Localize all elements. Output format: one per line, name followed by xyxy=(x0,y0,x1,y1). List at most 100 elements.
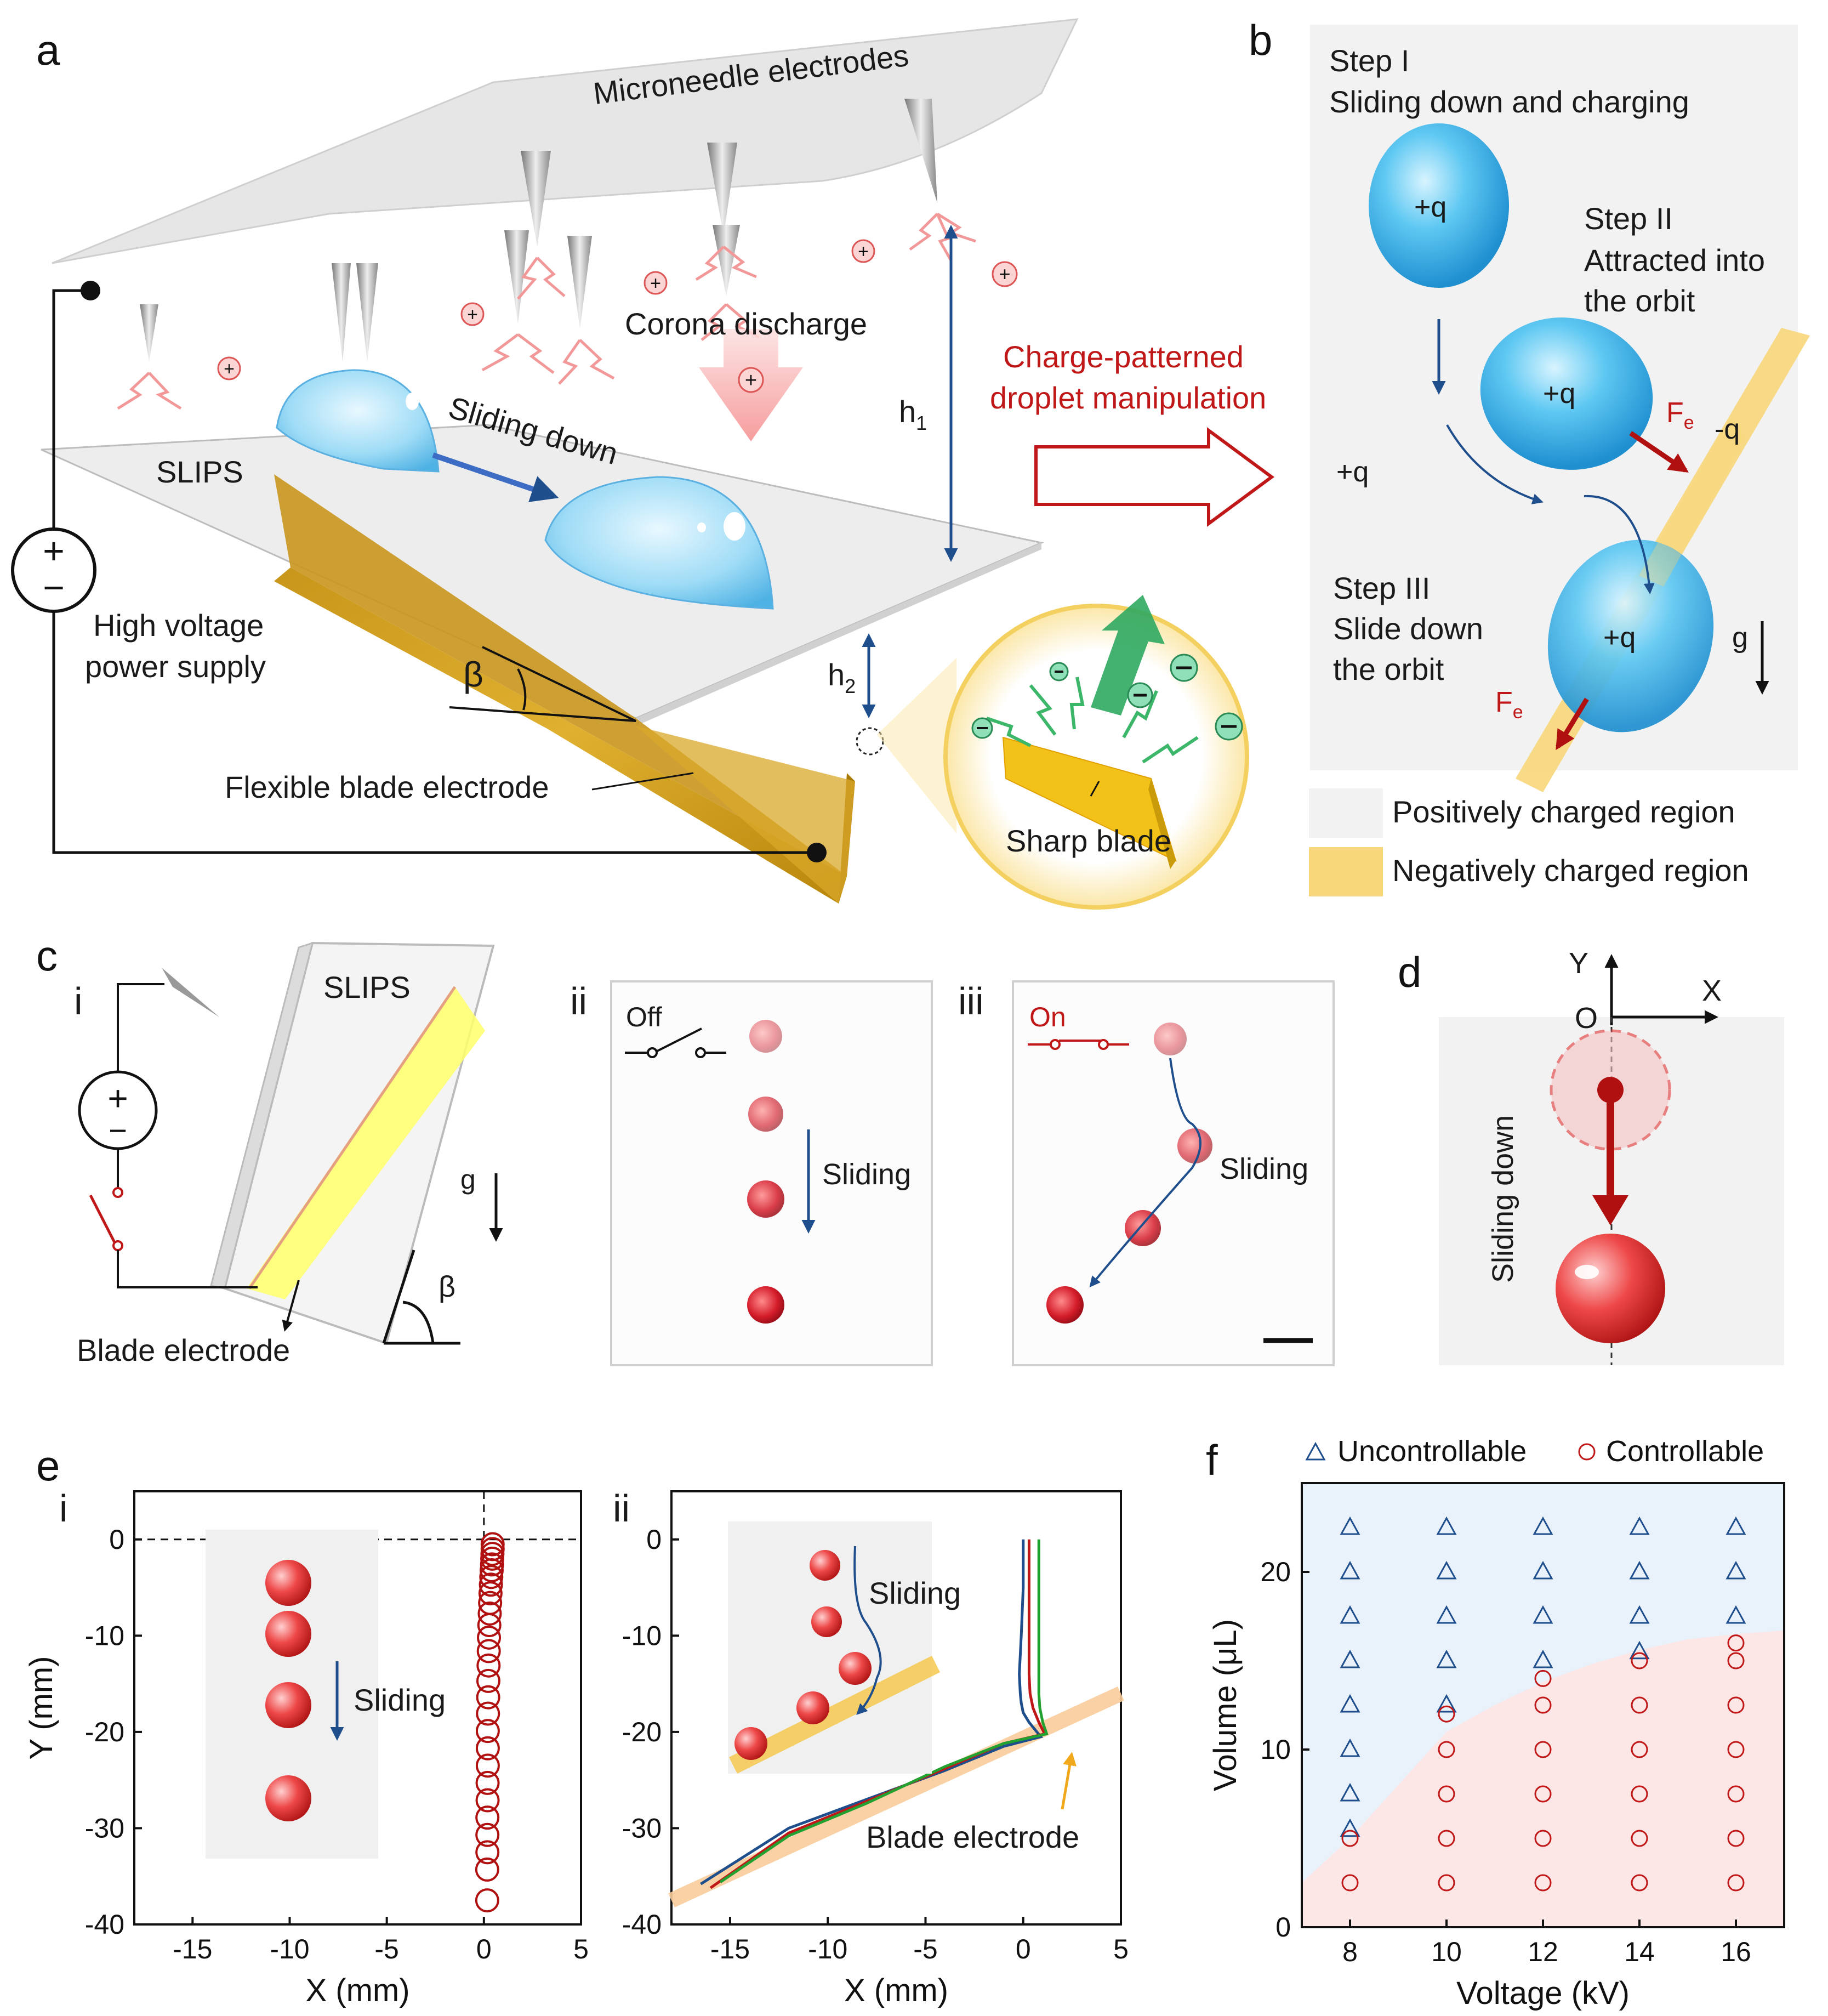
blade-strip xyxy=(247,987,485,1299)
point-controllable xyxy=(1631,1830,1648,1847)
inset-ii-drop-5 xyxy=(734,1727,767,1760)
red-droplet-d xyxy=(1556,1234,1665,1343)
point-uncontrollable xyxy=(1340,1516,1360,1535)
charge-step1: +q xyxy=(1414,191,1447,223)
blade-face xyxy=(636,726,855,904)
y-tick-label: -20 xyxy=(622,1717,662,1747)
region-controllable xyxy=(1302,1630,1784,1927)
x-tick-label: 8 xyxy=(1342,1937,1358,1967)
droplet-1-highlight xyxy=(406,393,419,410)
svg-text:+: + xyxy=(650,273,661,294)
point-controllable xyxy=(1534,1874,1552,1892)
panel-label-d: d xyxy=(1398,948,1421,996)
droplet-2 xyxy=(544,476,774,610)
point-controllable xyxy=(1438,1874,1455,1892)
point-uncontrollable xyxy=(1340,1818,1360,1837)
switch-c-top xyxy=(112,1187,123,1198)
label-sliding-down-d: Sliding down xyxy=(1487,1115,1519,1283)
point-uncontrollable xyxy=(1629,1560,1650,1580)
y-tick-label: -40 xyxy=(85,1909,124,1940)
point-controllable xyxy=(1534,1785,1552,1803)
svg-text:+: + xyxy=(858,241,869,262)
y-tick-label: -20 xyxy=(85,1717,124,1747)
label-off: Off xyxy=(626,1002,662,1032)
sub-label-c-iii: iii xyxy=(958,980,984,1023)
label-power-1: High voltage xyxy=(93,608,264,643)
inset-drop-3 xyxy=(265,1682,311,1728)
charge-negative: -q xyxy=(1715,413,1740,445)
y-tick-label: 20 xyxy=(1260,1557,1291,1587)
svg-text:+: + xyxy=(999,263,1010,285)
point-controllable xyxy=(1631,1874,1648,1892)
center-dot-d xyxy=(1597,1077,1624,1103)
axes-frame xyxy=(670,1490,1122,1926)
data-point xyxy=(475,1822,500,1847)
data-point xyxy=(478,1581,503,1606)
y-tick-label: 10 xyxy=(1260,1734,1291,1765)
legend-controllable: Controllable xyxy=(1606,1435,1764,1468)
x-tick-label: 14 xyxy=(1624,1937,1655,1967)
switch-on-icon xyxy=(1028,1040,1129,1046)
data-point xyxy=(477,1601,502,1626)
data-point xyxy=(475,1770,500,1795)
data-point xyxy=(479,1565,504,1589)
point-controllable xyxy=(1534,1669,1552,1687)
point-controllable xyxy=(1438,1830,1455,1847)
drop-on-1 xyxy=(1154,1023,1187,1055)
label-beta: β xyxy=(463,655,483,694)
data-point xyxy=(475,1736,500,1761)
label-droplet-manipulation: droplet manipulation xyxy=(990,381,1266,415)
inset-arrow-e-ii xyxy=(853,1546,882,1715)
label-sliding-off: Sliding xyxy=(822,1158,911,1191)
point-uncontrollable xyxy=(1533,1560,1553,1580)
label-blade-e-ii: Blade electrode xyxy=(866,1820,1079,1854)
point-uncontrollable xyxy=(1340,1649,1360,1668)
svg-text:+: + xyxy=(467,304,478,325)
data-point xyxy=(475,1805,500,1830)
point-uncontrollable xyxy=(1533,1516,1553,1535)
negative-sparks xyxy=(986,677,1199,764)
data-point xyxy=(476,1653,501,1678)
data-point xyxy=(480,1558,504,1582)
label-sliding-on: Sliding xyxy=(1220,1152,1308,1185)
magnified-view xyxy=(943,604,1249,910)
point-controllable xyxy=(1727,1634,1745,1652)
drop-on-4 xyxy=(1046,1286,1084,1324)
data-point xyxy=(477,1613,502,1638)
label-h1: h1 xyxy=(899,394,927,434)
panel-label-c: c xyxy=(36,932,58,980)
point-controllable xyxy=(1631,1652,1648,1669)
x-tick-label: 5 xyxy=(573,1934,589,1964)
positive-ions: + + + + + xyxy=(217,239,1018,381)
point-uncontrollable xyxy=(1726,1516,1746,1535)
panel-c: c i SLIPS + − Blade electrode g β ii Off xyxy=(36,932,1335,1367)
y-tick-label: -30 xyxy=(622,1813,662,1843)
point-controllable xyxy=(1438,1785,1455,1803)
point-uncontrollable xyxy=(1436,1605,1457,1624)
point-controllable xyxy=(1727,1696,1745,1714)
beta-angle-c xyxy=(382,1250,460,1345)
point-uncontrollable xyxy=(1629,1605,1650,1624)
sub-label-c-ii: ii xyxy=(570,980,587,1023)
data-point xyxy=(480,1546,505,1571)
green-arrow xyxy=(1091,595,1165,715)
label-y-d: Y xyxy=(1569,947,1588,980)
label-step3-a: Step III xyxy=(1333,571,1430,605)
point-uncontrollable xyxy=(1436,1516,1457,1535)
charge-free: +q xyxy=(1336,456,1369,488)
inset-drop-4 xyxy=(265,1775,311,1821)
label-o-d: O xyxy=(1575,1002,1598,1035)
point-controllable xyxy=(1341,1874,1359,1892)
legend-swatch-negative xyxy=(1309,847,1383,896)
data-point xyxy=(477,1625,502,1650)
point-uncontrollable xyxy=(1436,1560,1457,1580)
beta-angle xyxy=(449,646,636,722)
point-controllable xyxy=(1534,1741,1552,1758)
label-step3-c: the orbit xyxy=(1333,652,1444,686)
inset-ii-drop-4 xyxy=(796,1691,829,1724)
legend-negative: Negatively charged region xyxy=(1392,853,1749,888)
label-h2: h2 xyxy=(828,657,856,697)
label-step3-b: Slide down xyxy=(1333,611,1483,646)
